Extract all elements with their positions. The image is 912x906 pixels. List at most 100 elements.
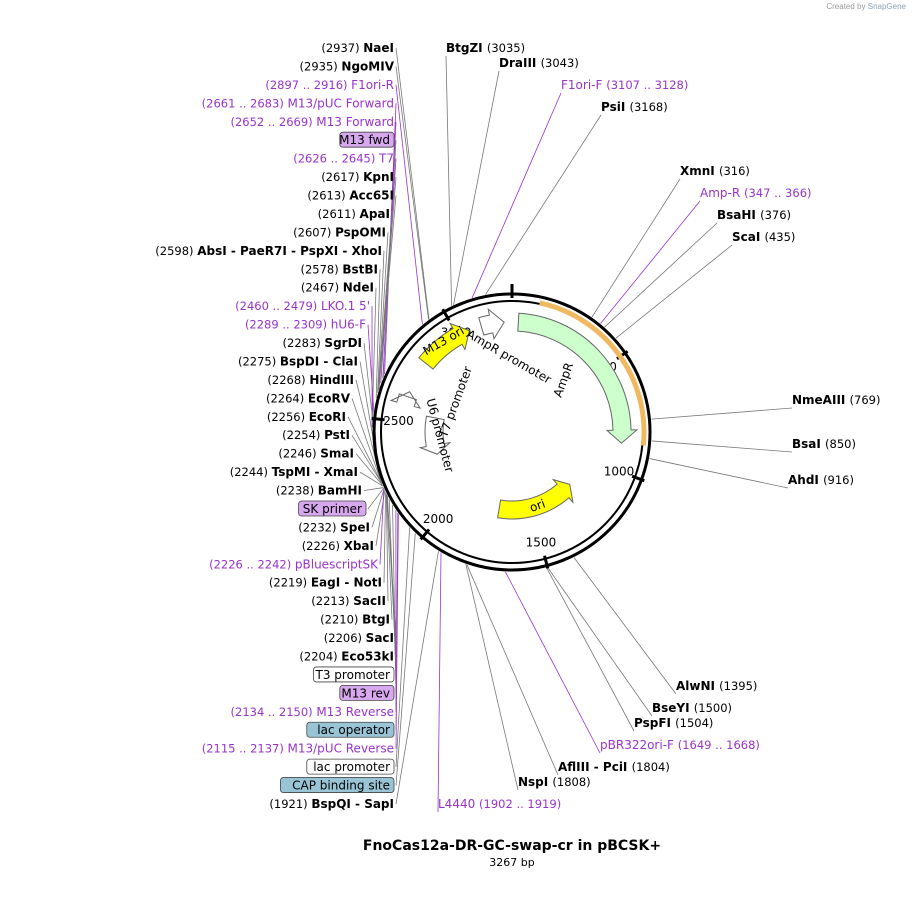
label-afliii: AflIII - PciI (1804) [558,760,670,774]
label-ngomiv: (2935) NgoMIV [300,59,395,73]
label-nmeaiii: NmeAIII (769) [792,393,880,407]
svg-text:T3 promoter: T3 promoter [315,668,391,682]
label-pspomi: (2607) PspOMI [293,225,386,239]
map-length: 3267 bp [489,856,535,869]
label-bseyi: BseYI (1500) [652,701,732,715]
svg-text:(2283) SgrDI: (2283) SgrDI [283,336,362,350]
leader-line [379,488,385,565]
leader-line [378,213,393,390]
label-bamhi: (2238) BamHI [276,484,362,498]
svg-text:(2598) AbsI - PaeR7I - Ps: (2598) AbsI - PaeR7I - PspXI - XhoI [155,244,382,258]
leader-line [651,440,793,453]
leader-line [375,269,381,398]
label-btgi: (2210) BtgI [320,613,390,627]
label-draiii: DraIII (3043) [499,56,579,70]
leader-line [395,66,429,320]
label-ndei: (2467) NdeI [301,281,374,295]
leader-line [377,232,389,391]
label-m13: (2134 .. 2150) M13 Reverse [231,705,394,719]
label-apai: (2611) ApaI [318,207,390,221]
label-sk: SK primer [298,500,367,517]
label-saci: (2206) SacI [324,631,394,645]
leader-line [547,567,653,717]
tick-mark [631,474,645,483]
svg-text:lac promoter: lac promoter [313,760,390,774]
label-psti: (2254) PstI [282,428,350,442]
leader-line [377,250,385,393]
svg-text:(2226) XbaI: (2226) XbaI [302,539,374,553]
tick-mark [543,555,550,569]
leader-line [649,458,789,489]
leader-line [359,471,384,487]
leader-line [395,513,399,749]
svg-text:(2578) BstBI: (2578) BstBI [300,262,378,276]
leader-line [485,114,602,295]
tick-mark [371,417,385,422]
svg-text:(2935) NgoMIV: (2935) NgoMIV [300,59,395,73]
tick-mark [419,528,431,541]
svg-text:(2256) EcoRI: (2256) EcoRI [267,410,346,424]
svg-text:(2626 .. 2645) T7: (2626 .. 2645) T7 [293,152,394,166]
svg-text:BsaHI (376): BsaHI (376) [717,208,791,222]
svg-text:NmeAIII (769): NmeAIII (769) [792,393,880,407]
svg-text:(2268) HindIII: (2268) HindIII [267,373,354,387]
svg-text:(2244) TspMI - XmaI: (2244) TspMI - XmaI [230,465,358,479]
label-m13: (2652 .. 2669) M13 Forward [231,115,395,129]
label-xbai: (2226) XbaI [302,539,374,553]
leader-line [385,493,389,602]
leader-line [546,567,635,732]
svg-text:PsiI (3168): PsiI (3168) [601,100,668,114]
leader-line [351,435,383,484]
svg-text:NspI (1808): NspI (1808) [518,775,591,789]
leader-line [437,552,442,813]
leader-line [386,494,393,620]
label-bsai: BsaI (850) [792,437,856,451]
label-f1ori-r: (2897 .. 2916) F1ori-R [265,78,394,92]
label-bspqi: (1921) BspQI - SapI [269,797,394,811]
label-kpni: (2617) KpnI [321,170,394,184]
leader-line [378,195,397,389]
svg-text:(1921) BspQI - SapI: (1921) BspQI - SapI [269,797,394,811]
svg-text:(2115 .. 2137) M13/pUC Revers: (2115 .. 2137) M13/pUC Reverse [202,742,394,756]
label-eagi: (2219) EagI - NotI [269,576,382,590]
label-spei: (2232) SpeI [298,520,370,534]
svg-text:pBR322ori-F (1649 .. 1668): pBR322ori-F (1649 .. 1668) [600,738,760,752]
label-bspdi: (2275) BspDI - ClaI [238,354,358,368]
label-hu6-f: (2289 .. 2309) hU6-F [245,318,366,332]
leader-line [363,487,384,491]
svg-text:PspFI (1504): PspFI (1504) [634,716,713,730]
svg-text:(2226 .. 2242) pBluescriptSK: (2226 .. 2242) pBluescriptSK [209,557,379,571]
label-m13: M13 rev [339,684,395,701]
site-labels: (2937) NaeI (2935) NgoMIV (2897 .. 2916) F… [155,41,880,811]
svg-text:M13 rev: M13 rev [341,686,390,700]
label-pspfi: PspFI (1504) [634,716,713,730]
feature-label: AmpR [551,361,576,399]
label-pbluescriptsk: (2226 .. 2242) pBluescriptSK [209,557,379,571]
svg-text:(2204) Eco53kI: (2204) Eco53kI [299,649,394,663]
leader-line [591,178,681,318]
label-absi: (2598) AbsI - PaeR7I - PspXI - XhoI [155,244,382,258]
svg-text:(2206) SacI: (2206) SacI [324,631,394,645]
label-cap: CAP binding site [279,777,395,793]
svg-text:(2254) PstI: (2254) PstI [282,428,350,442]
svg-text:Amp-R (347 .. 366): Amp-R (347 .. 366) [700,186,812,200]
tick-label: 2000 [423,512,454,526]
leader-line [573,557,677,695]
svg-text:(2937) NaeI: (2937) NaeI [321,41,394,55]
leader-line [395,84,423,325]
svg-text:AflIII - PciI (1804): AflIII - PciI (1804) [558,760,670,774]
feature-t7-promoter [389,391,422,409]
svg-text:(2246) SmaI: (2246) SmaI [278,447,354,461]
ampr-highlight [539,300,647,446]
label-hindiii: (2268) HindIII [267,373,354,387]
leader-line [395,47,430,320]
label-smai: (2246) SmaI [278,447,354,461]
label-sgrdi: (2283) SgrDI [283,336,362,350]
label-amp-r: Amp-R (347 .. 366) [700,186,812,200]
label-sacii: (2213) SacII [311,594,386,608]
svg-text:F1ori-F (3107 .. 3128): F1ori-F (3107 .. 3128) [561,78,688,92]
svg-text:M13 fwd: M13 fwd [339,133,390,147]
svg-text:AlwNI (1395): AlwNI (1395) [676,679,757,693]
label-m13/puc: (2115 .. 2137) M13/pUC Reverse [202,742,394,756]
